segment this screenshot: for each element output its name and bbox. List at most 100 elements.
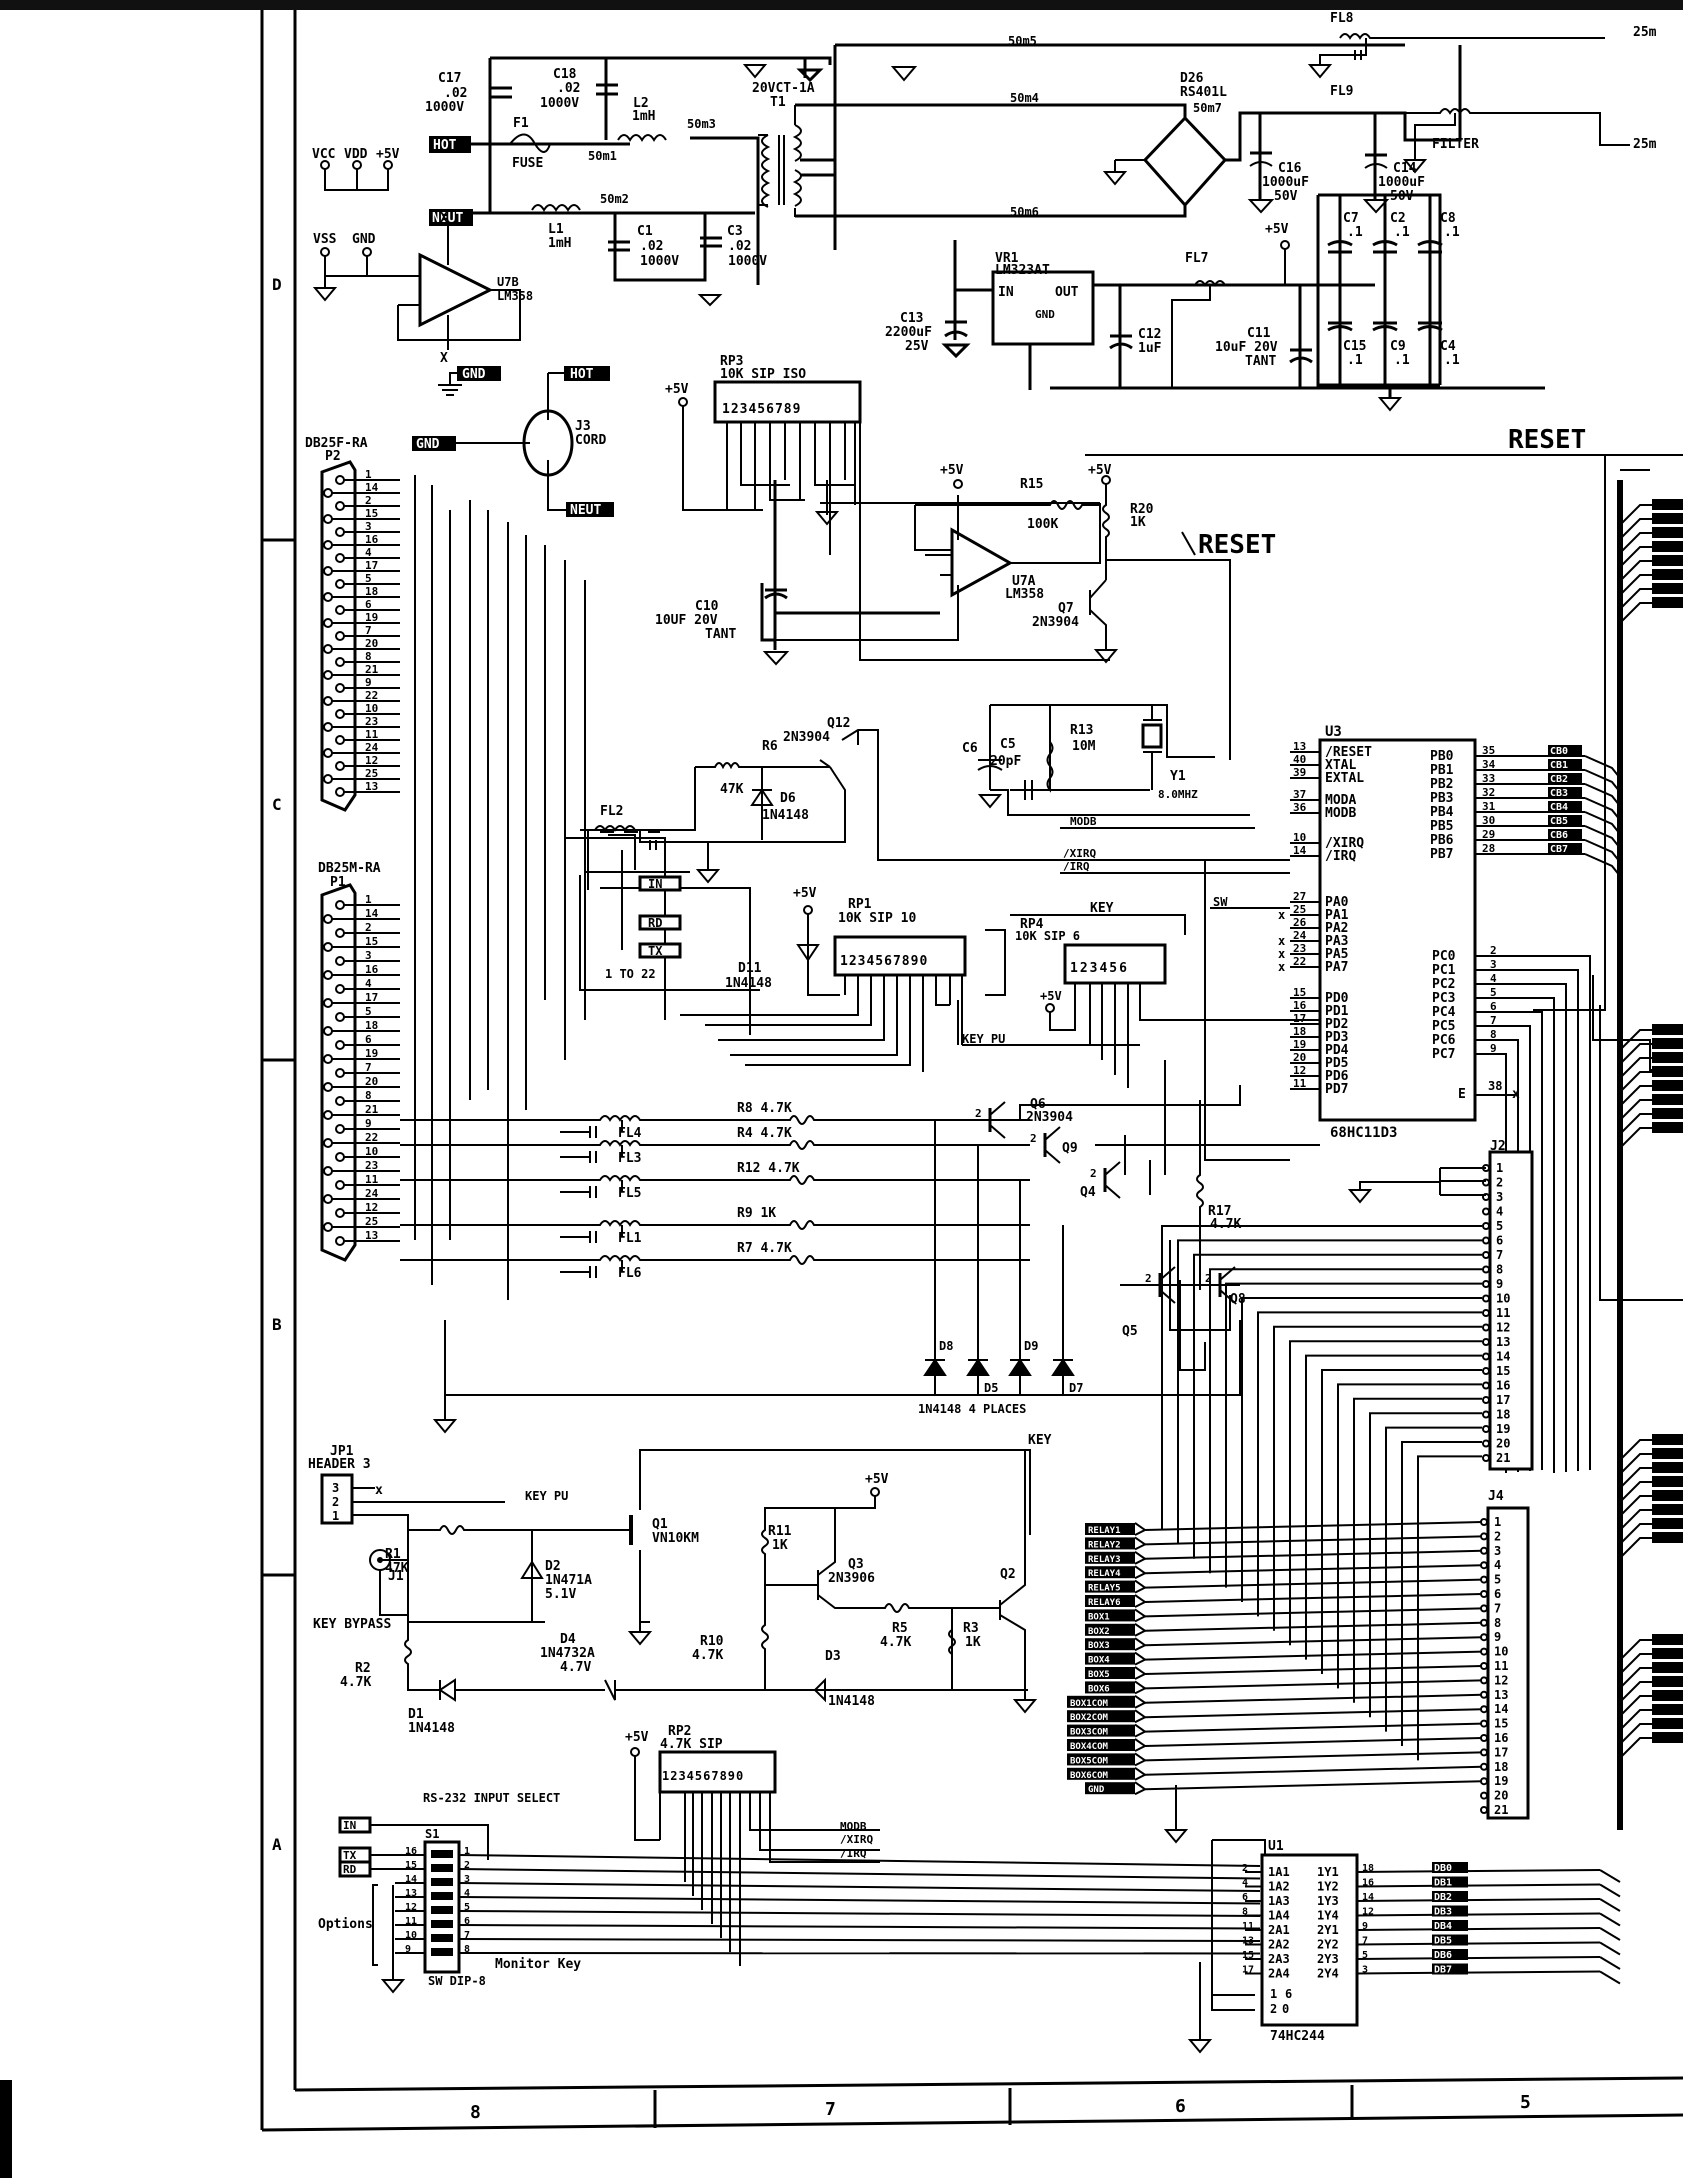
rd-tag[interactable] xyxy=(638,914,682,931)
j2-pin xyxy=(1482,1367,1490,1375)
net-xirq-bottom: /XIRQ xyxy=(840,1833,873,1846)
rp2-ref: RP2 xyxy=(668,1724,691,1739)
opamp-u7b-icon xyxy=(418,252,494,328)
filter-fl1 xyxy=(400,1220,1030,1230)
p1-pin-20 xyxy=(323,1082,333,1092)
c3-rating: 1000V xyxy=(728,254,767,269)
mcu-pin-num: 8 xyxy=(1490,1028,1497,1041)
zone-col-7: 7 xyxy=(825,2099,836,2120)
j2-pin xyxy=(1482,1396,1490,1404)
sheet-frame xyxy=(260,10,1683,2132)
p2-pin-10 xyxy=(335,709,345,719)
neut-tag[interactable] xyxy=(429,209,473,226)
net-tag-db7 xyxy=(1432,1963,1468,1975)
d4-ref: D4 xyxy=(560,1632,576,1647)
p2-pin-label: 19 xyxy=(365,611,378,624)
p2-pin-label: 21 xyxy=(365,663,379,676)
rp1-sip xyxy=(833,935,967,977)
p1-pin-label: 20 xyxy=(365,1075,378,1088)
rp4-ref: RP4 xyxy=(1020,917,1044,932)
p2-pin-label: 12 xyxy=(365,754,378,767)
net-label: CB2 xyxy=(1550,774,1568,785)
j2-pin-label: 7 xyxy=(1496,1248,1503,1262)
j4-tag-label: BOX4COM xyxy=(1070,1742,1109,1752)
d7-ref: D7 xyxy=(1069,1381,1083,1395)
mcu-pin-num: 24 xyxy=(1293,929,1307,942)
in-tag[interactable] xyxy=(638,875,682,892)
net-label: DB0 xyxy=(1434,1863,1452,1874)
mcu-pin-pc4: PC4 xyxy=(1432,1005,1456,1020)
svg-text:.1: .1 xyxy=(1394,353,1410,368)
d4-value: 1N4732A xyxy=(540,1646,595,1661)
buffer-pin-num: 11 xyxy=(1242,1921,1254,1932)
p2-pin-label: 25 xyxy=(365,767,378,780)
dip-switch-toggle xyxy=(431,1878,453,1886)
j2-j4-trace xyxy=(1257,1311,1482,1617)
decoupling-caps xyxy=(1327,195,1443,385)
j4-tag-box3com xyxy=(1067,1724,1135,1737)
p2-pin-label: 11 xyxy=(365,728,379,741)
svg-text:+5V: +5V xyxy=(793,886,817,901)
l1-ref: L1 xyxy=(548,222,564,237)
pin-num: 2 xyxy=(1145,1272,1152,1285)
r20-ref: R20 xyxy=(1130,502,1154,517)
d8-ref: D8 xyxy=(939,1339,953,1353)
j4-tag-relay2 xyxy=(1085,1537,1135,1550)
p1-pin-label: 2 xyxy=(365,921,372,934)
j2-pin-label: 20 xyxy=(1496,1437,1510,1451)
p1-ref: P1 xyxy=(330,875,346,890)
mcu-pin-pa3: PA3 xyxy=(1325,934,1348,949)
mcu-pin-num: 18 xyxy=(1293,1025,1306,1038)
neut-cord-tag[interactable] xyxy=(566,502,614,517)
buffer-pin-num: 13 xyxy=(1242,1936,1254,1947)
j2-pin-label: 2 xyxy=(1496,1176,1503,1190)
dip-switch-toggle xyxy=(431,1948,453,1956)
y1-value: 8.0MHZ xyxy=(1158,788,1198,801)
r1-value: 47K xyxy=(385,1561,409,1576)
p2-pin-18 xyxy=(323,592,333,602)
buffer-part: 74HC244 xyxy=(1270,2029,1325,2044)
j2-pin-label: 14 xyxy=(1496,1350,1510,1364)
p1-pin-15 xyxy=(323,942,333,952)
j4-pin-label: 17 xyxy=(1494,1745,1508,1759)
c11-rating: TANT xyxy=(1245,354,1276,369)
key-pu-label: KEY PU xyxy=(962,1032,1005,1046)
dip-line xyxy=(458,1882,1261,1892)
c1-value: .02 xyxy=(640,239,663,254)
dip-switch-toggle xyxy=(431,1864,453,1872)
c8-ref: C8 xyxy=(1440,211,1456,226)
vr1-gnd: GND xyxy=(1035,308,1055,321)
p2-pin-label: 14 xyxy=(365,481,379,494)
svg-text:GND: GND xyxy=(416,437,440,452)
vr1-ref: VR1 xyxy=(995,251,1019,266)
dip-line xyxy=(458,1854,1261,1867)
tx-tag[interactable] xyxy=(638,942,682,959)
pin-num: 2 xyxy=(1030,1132,1037,1145)
l1-value: 1mH xyxy=(548,236,571,251)
t1-ref: T1 xyxy=(770,95,786,110)
p2-pin-22 xyxy=(323,696,333,706)
monitor-key-label: Monitor Key xyxy=(495,1957,581,1972)
p2-pin-label: 18 xyxy=(365,585,378,598)
svg-text:X: X xyxy=(440,211,448,226)
p1-pin-12 xyxy=(335,1208,345,1218)
rp3-sip xyxy=(713,380,862,424)
mcu-pin-moda: MODA xyxy=(1325,793,1356,808)
diode-icon xyxy=(1051,1358,1075,1376)
svg-text:+5V: +5V xyxy=(1088,463,1112,478)
p1-pin-label: 16 xyxy=(365,963,379,976)
filter-fl5 xyxy=(400,1175,1030,1185)
vr1-in: IN xyxy=(998,285,1014,300)
r9-label: R9 1K xyxy=(737,1206,776,1221)
c3-ref: C3 xyxy=(727,224,743,239)
p1-pin-21 xyxy=(323,1110,333,1120)
r6-value: 47K xyxy=(720,782,744,797)
dip-line xyxy=(458,1924,1261,1930)
j2-pin xyxy=(1482,1309,1490,1317)
j4-tag-box1 xyxy=(1085,1609,1135,1622)
scan-edge-bottom-left xyxy=(0,2080,12,2178)
dip-left-pin: 9 xyxy=(405,1944,411,1955)
svg-text:+5V: +5V xyxy=(940,463,964,478)
jp1-header[interactable] xyxy=(320,1473,354,1525)
mcu-pin-num: 33 xyxy=(1482,772,1495,785)
